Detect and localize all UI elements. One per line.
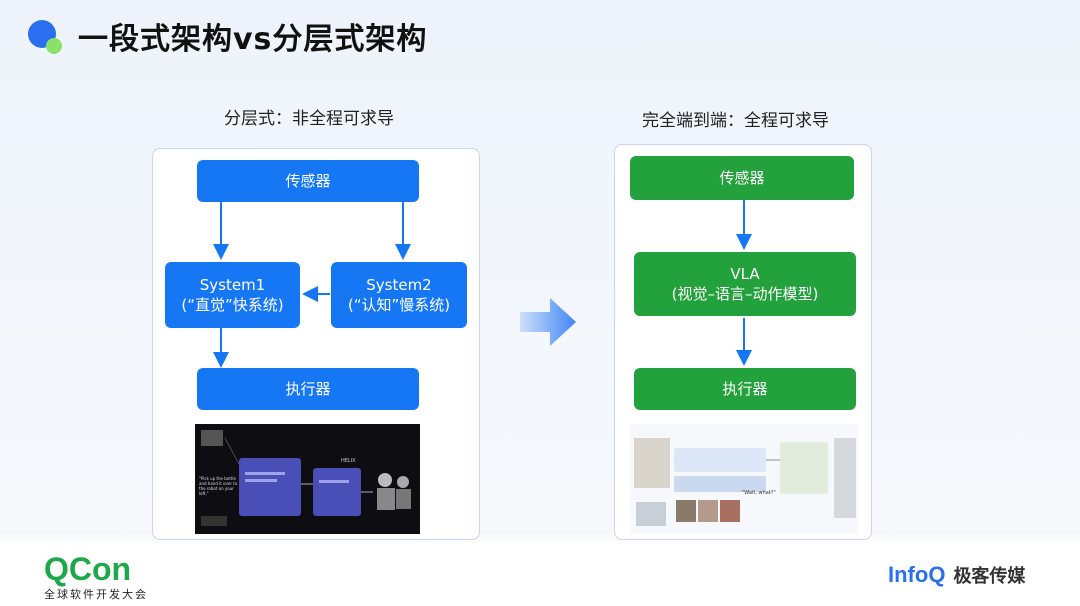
- system1-title: System1: [199, 276, 266, 294]
- vla-title: VLA: [730, 265, 760, 283]
- left-actuator-box: 执行器: [197, 368, 419, 410]
- helix-architecture-figure: "Pick up the bottle and hand it over to …: [195, 424, 420, 534]
- transition-arrow-icon: [520, 298, 576, 346]
- vla-caption: "Wait, what?": [742, 490, 776, 496]
- helix-quote: "Pick up the bottle and hand it over to …: [199, 476, 238, 496]
- infoq-wordmark: InfoQ: [888, 562, 946, 587]
- system1-box: System1 (“直觉”快系统): [165, 262, 300, 328]
- system2-title: System2: [366, 276, 432, 294]
- slide-logo-icon: [28, 20, 68, 60]
- helix-brand: HELIX: [341, 458, 356, 464]
- system2-box: System2 (“认知”慢系统): [331, 262, 467, 328]
- qcon-logo: QCon 全球软件开发大会: [44, 552, 148, 602]
- qcon-subtitle: 全球软件开发大会: [44, 588, 148, 601]
- left-sensor-box: 传感器: [197, 160, 419, 202]
- vla-architecture-figure: "Wait, what?": [630, 424, 858, 534]
- slide-title: 一段式架构vs分层式架构: [78, 22, 428, 57]
- vla-box: VLA (视觉–语言–动作模型): [634, 252, 856, 316]
- right-sensor-box: 传感器: [630, 156, 854, 200]
- left-sensor-label: 传感器: [285, 172, 331, 190]
- left-subtitle: 分层式：非全程可求导: [224, 109, 394, 129]
- system1-subtitle: (“直觉”快系统): [181, 296, 284, 314]
- right-sensor-label: 传感器: [719, 169, 765, 187]
- vla-subtitle: (视觉–语言–动作模型): [671, 285, 819, 303]
- system2-subtitle: (“认知”慢系统): [347, 296, 451, 314]
- infoq-logo: InfoQ 极客传媒: [888, 562, 1025, 588]
- right-subtitle: 完全端到端：全程可求导: [642, 111, 829, 131]
- right-actuator-label: 执行器: [722, 380, 768, 398]
- right-actuator-box: 执行器: [634, 368, 856, 410]
- infoq-chinese-name: 极客传媒: [953, 566, 1026, 587]
- qcon-wordmark: QCon: [44, 551, 132, 587]
- left-actuator-label: 执行器: [285, 380, 331, 398]
